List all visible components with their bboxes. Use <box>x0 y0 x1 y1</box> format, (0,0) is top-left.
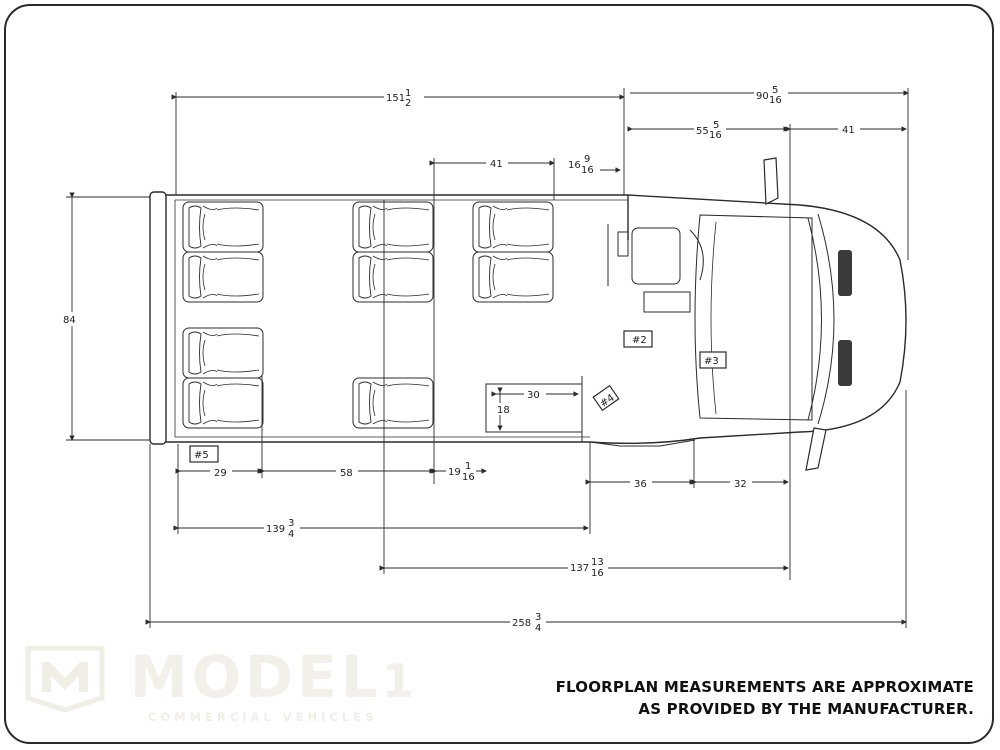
dim-span-137-den: 16 <box>591 568 604 579</box>
dim-span-137-num: 13 <box>591 557 604 568</box>
front-grille <box>838 250 852 386</box>
dim-lift-18: 18 <box>497 405 510 416</box>
dim-aisle-16: 16 <box>568 160 581 171</box>
dim-lift-30: 30 <box>527 390 540 401</box>
dim-cab-section: 55 <box>696 126 709 137</box>
dim-front-overhang: 90 <box>756 91 769 102</box>
dim-body-length: 151 <box>386 93 405 104</box>
dim-span-19-den: 16 <box>462 472 475 483</box>
logo-mark-icon <box>25 646 105 712</box>
page-frame <box>4 4 994 744</box>
dim-cab-section-den: 16 <box>709 130 722 141</box>
dim-seat-row-41: 41 <box>490 159 503 170</box>
dim-overall-length-den: 4 <box>535 623 541 634</box>
side-mirrors <box>763 157 827 471</box>
disclaimer-line-1: FLOORPLAN MEASUREMENTS ARE APPROXIMATE <box>555 678 974 696</box>
dim-span-36: 36 <box>634 479 647 490</box>
position-label-3: #3 <box>704 356 719 367</box>
dim-body-length-num: 1 <box>405 88 411 99</box>
dim-span-19-num: 1 <box>465 461 471 472</box>
position-label-5: #5 <box>194 450 209 461</box>
logo-wordmark: MODEL1 <box>130 643 418 711</box>
driver-area <box>485 224 704 447</box>
dim-span-139-den: 4 <box>288 529 294 540</box>
dim-span-139-num: 3 <box>288 518 294 529</box>
dim-front-41: 41 <box>842 125 855 136</box>
dim-rear-29: 29 <box>214 468 227 479</box>
tiedown-positions <box>189 330 727 463</box>
vehicle-body <box>149 191 907 445</box>
dim-span-19: 19 <box>448 467 461 478</box>
dim-front-overhang-num: 5 <box>772 85 778 96</box>
dim-aisle-16-den: 16 <box>581 165 594 176</box>
position-label-2: #2 <box>632 335 647 346</box>
dim-span-137: 137 <box>570 563 589 574</box>
dim-front-overhang-den: 16 <box>769 95 782 106</box>
dim-cab-section-num: 5 <box>713 120 719 131</box>
dim-body-length-den: 2 <box>405 98 411 109</box>
disclaimer-line-2: AS PROVIDED BY THE MANUFACTURER. <box>638 700 974 718</box>
logo-subtitle: COMMERCIAL VEHICLES <box>148 710 378 724</box>
dim-span-58: 58 <box>340 468 353 479</box>
brand-watermark: MODEL1 COMMERCIAL VEHICLES <box>24 644 414 730</box>
dim-width-84: 84 <box>63 315 76 326</box>
dim-overall-length-num: 3 <box>535 612 541 623</box>
dim-span-139: 139 <box>266 524 285 535</box>
dim-overall-length: 258 <box>512 618 531 629</box>
dim-aisle-16-num: 9 <box>584 154 590 165</box>
dim-span-32: 32 <box>734 479 747 490</box>
measurement-disclaimer: FLOORPLAN MEASUREMENTS ARE APPROXIMATE A… <box>556 676 974 720</box>
